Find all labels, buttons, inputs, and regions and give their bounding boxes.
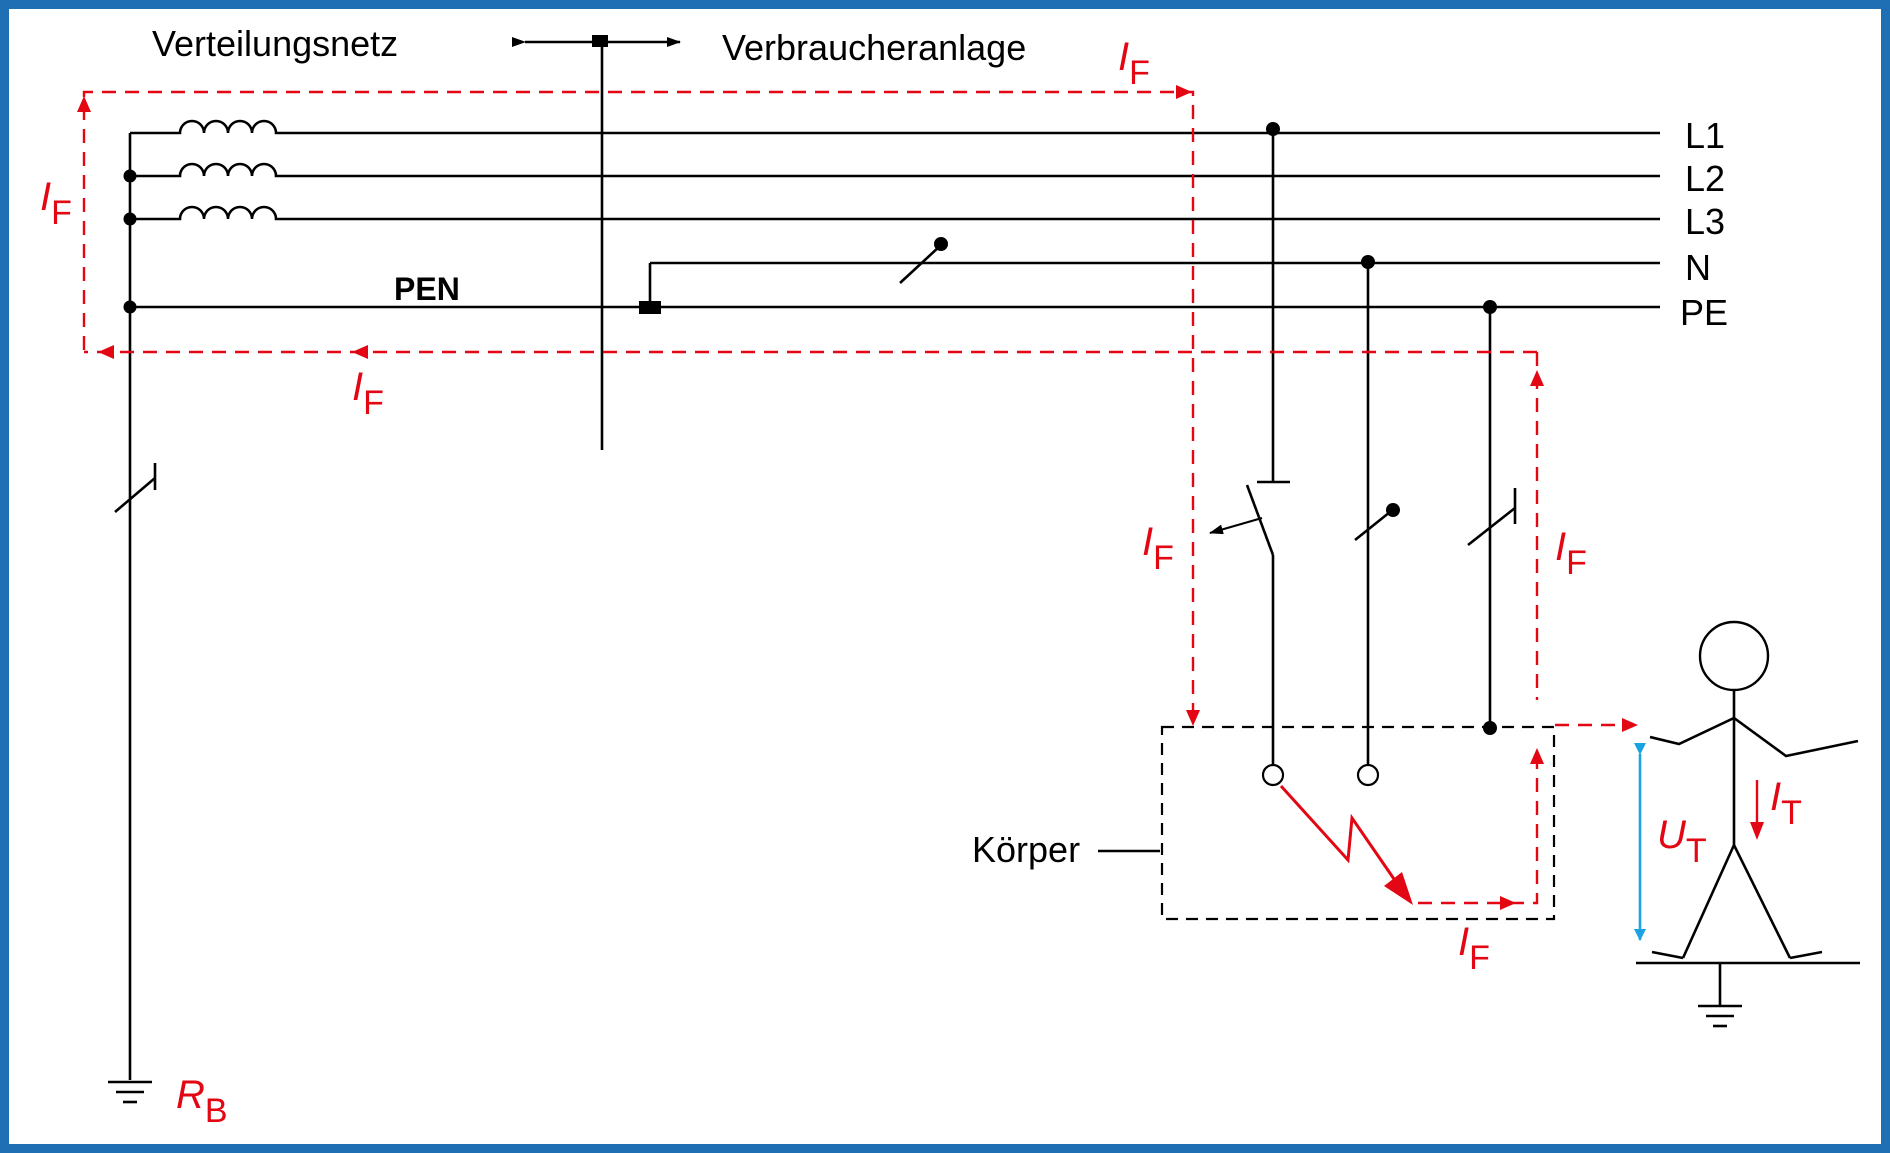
fault-lightning-icon (1279, 784, 1413, 905)
earth-symbol-rb (108, 1080, 152, 1104)
boundary-double-arrow (512, 35, 681, 47)
label-if-bottom: IF (1458, 920, 1490, 977)
label-consumer-installation: Verbraucheranlage (722, 27, 1026, 68)
breaker-trip-arrow (1209, 516, 1263, 535)
label-pe: PE (1680, 292, 1728, 333)
label-it: IT (1770, 775, 1802, 832)
fault-path-inner (1418, 748, 1539, 905)
fault-path-outer (82, 90, 1195, 725)
label-if-pe: IF (1555, 525, 1587, 582)
label-if-return: IF (352, 365, 384, 422)
label-pen: PEN (394, 271, 460, 307)
label-if-left: IF (40, 175, 72, 232)
terminal-n (1356, 763, 1380, 787)
label-koerper: Körper (972, 829, 1080, 870)
koerper-enclosure (1160, 725, 1556, 921)
earth-line-marker (114, 477, 156, 513)
n-switch (899, 245, 941, 284)
label-ut: UT (1657, 813, 1707, 870)
terminal-l1 (1261, 763, 1285, 787)
person-earth-symbol (1698, 963, 1742, 1028)
l1-breaker-contact (1245, 484, 1275, 556)
label-if-top: IF (1118, 35, 1150, 92)
pe-branch-marker (1467, 506, 1516, 547)
label-n: N (1685, 247, 1711, 288)
label-distribution-network: Verteilungsnetz (152, 23, 398, 64)
n-branch-switch (1354, 510, 1391, 542)
label-l3: L3 (1685, 201, 1725, 242)
label-rb: RB (176, 1073, 228, 1130)
transformer-windings (130, 119, 280, 221)
label-if-breaker: IF (1142, 520, 1174, 577)
person-figure-icon (1649, 620, 1859, 960)
label-l2: L2 (1685, 158, 1725, 199)
label-l1: L1 (1685, 115, 1725, 156)
